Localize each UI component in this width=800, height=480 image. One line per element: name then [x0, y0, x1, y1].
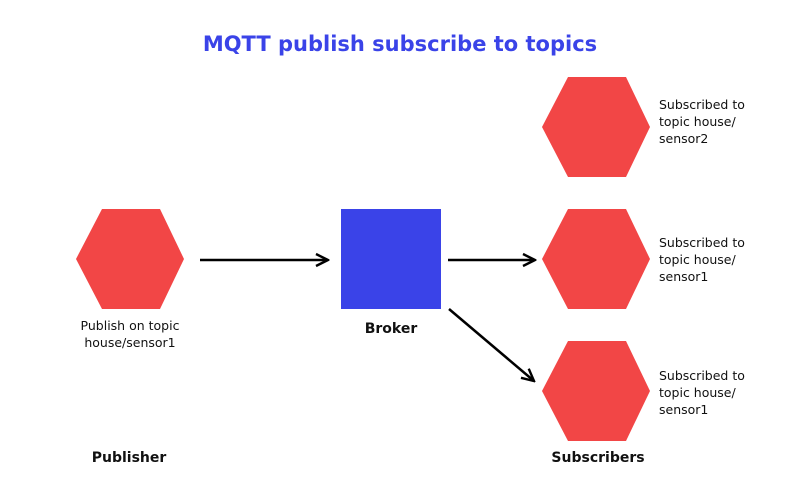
diagram-title: MQTT publish subscribe to topics: [202, 32, 598, 56]
broker-label: Broker: [364, 321, 418, 337]
subscriber-1-caption: Subscribed to topic house/ sensor2: [659, 96, 745, 147]
subscriber-3-caption: Subscribed to topic house/ sensor1: [659, 367, 745, 418]
broker-node: [341, 209, 441, 309]
caption-line: topic house/: [659, 114, 736, 129]
publisher-caption: Publish on topic house/sensor1: [81, 317, 180, 351]
subscriber-node-3: [542, 341, 650, 441]
arrow-broker-to-subscriber-3: [448, 308, 534, 381]
publisher-node: [76, 209, 184, 309]
caption-line: sensor2: [659, 131, 709, 146]
publisher-label: Publisher: [91, 450, 167, 466]
caption-line: sensor1: [659, 269, 709, 284]
subscriber-node-2: [542, 209, 650, 309]
caption-line: sensor1: [659, 402, 709, 417]
subscriber-2-caption: Subscribed to topic house/ sensor1: [659, 234, 745, 285]
caption-line: topic house/: [659, 385, 736, 400]
caption-line: Subscribed to: [659, 235, 745, 250]
subscribers-label: Subscribers: [551, 450, 645, 466]
caption-line: topic house/: [659, 252, 736, 267]
subscriber-node-1: [542, 77, 650, 177]
publisher-caption-line: Publish on topic: [80, 318, 180, 333]
publisher-caption-line: house/sensor1: [84, 335, 176, 350]
caption-line: Subscribed to: [659, 368, 745, 383]
caption-line: Subscribed to: [659, 97, 745, 112]
